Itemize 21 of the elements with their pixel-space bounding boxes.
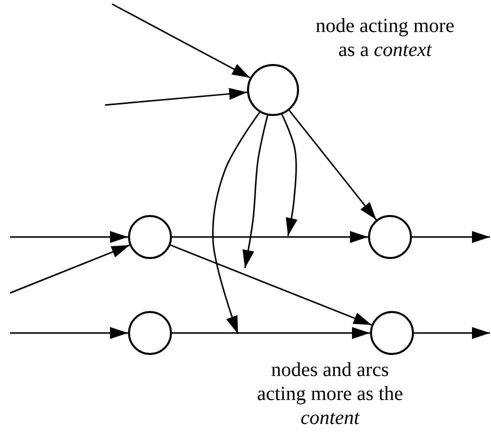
annotation-text: nodes and arcs acting more as the content (256, 358, 404, 430)
arrow (172, 327, 370, 339)
circle-node (368, 215, 412, 259)
arrow (172, 231, 368, 243)
arrow (414, 327, 490, 339)
circle-node (247, 64, 299, 116)
annotation-text: node acting more as a context (314, 14, 456, 62)
arrow (412, 231, 490, 243)
arrow (10, 327, 128, 339)
circle-node (128, 311, 172, 355)
arrow (281, 114, 298, 236)
arrow (170, 244, 372, 326)
arrow (104, 88, 248, 106)
circle-node (370, 311, 414, 355)
arrow (212, 112, 260, 334)
arrow (288, 110, 377, 220)
arrow (10, 244, 130, 294)
arrow (10, 231, 128, 243)
arrow (242, 115, 268, 268)
arrow (112, 3, 250, 78)
circle-node (128, 215, 172, 259)
